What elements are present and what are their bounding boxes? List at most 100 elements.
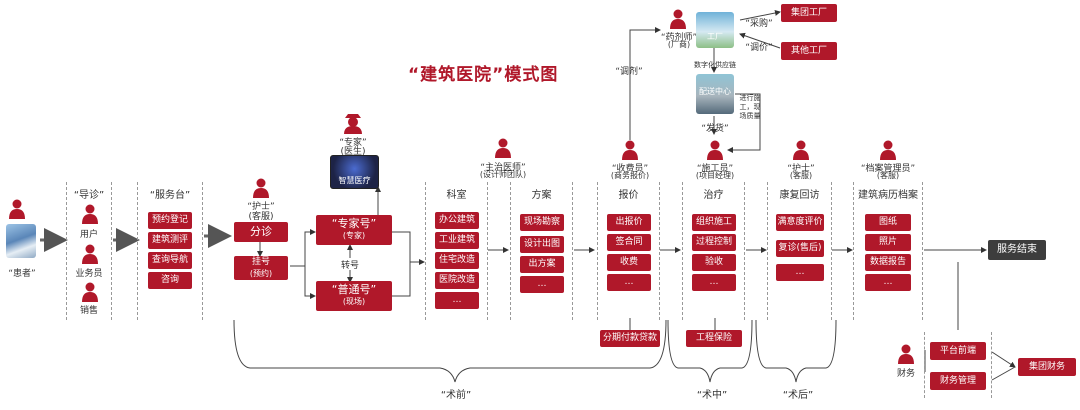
pharmacist-role: “药剂师” xyxy=(660,33,698,43)
register-button[interactable]: 挂号 (预约) xyxy=(234,256,288,280)
construction-role-sublabel: (项目经理) xyxy=(695,171,735,180)
construction-item[interactable]: 过程控制 xyxy=(692,234,736,251)
archive-item[interactable]: 照片 xyxy=(865,234,911,251)
department-item[interactable]: … xyxy=(435,292,479,309)
person-icon xyxy=(707,140,723,164)
construction-header: 治疗 xyxy=(703,190,724,201)
plan-panel xyxy=(510,182,573,320)
guide-role-user: 用户 xyxy=(79,230,98,240)
archive-item[interactable]: 数据报告 xyxy=(865,254,911,271)
person-icon xyxy=(793,140,809,164)
phase-post-label: “术后” xyxy=(782,390,814,401)
group-finance-button[interactable]: 集团财务 xyxy=(1018,358,1076,376)
expert-number-label: “专家号” xyxy=(331,217,377,230)
recovery-item[interactable]: … xyxy=(776,264,824,281)
plan-item[interactable]: 现场勘察 xyxy=(520,214,564,231)
finance-panel xyxy=(924,332,992,398)
site-quality-caption: 进行施工，现场质量 xyxy=(739,94,761,120)
person-icon xyxy=(495,138,511,162)
service-desk-item[interactable]: 查询导航 xyxy=(148,252,192,269)
construction-panel xyxy=(682,182,745,320)
person-icon xyxy=(253,178,269,202)
archive-panel xyxy=(853,182,923,320)
service-desk-item[interactable]: 建筑测评 xyxy=(148,232,192,249)
service-end-button[interactable]: 服务结束 xyxy=(988,240,1046,260)
pharmacist-sublabel: (厂商) xyxy=(667,40,691,49)
other-factory-button[interactable]: 其他工厂 xyxy=(781,42,837,60)
quote-item[interactable]: 签合同 xyxy=(607,234,651,251)
page-title: “建筑医院”模式图 xyxy=(408,65,559,85)
department-item[interactable]: 住宅改造 xyxy=(435,252,479,269)
archive-role-sublabel: (客服) xyxy=(876,171,900,180)
recovery-item[interactable]: 复诊(售后) xyxy=(776,240,824,257)
recovery-item[interactable]: 满意度评价 xyxy=(776,214,824,231)
person-icon xyxy=(880,140,896,164)
recovery-role: “护士” xyxy=(787,164,815,174)
service-desk-panel xyxy=(137,182,203,320)
department-header: 科室 xyxy=(446,190,467,201)
plan-role: “主治医师” xyxy=(480,163,526,173)
person-icon xyxy=(670,9,686,33)
person-icon xyxy=(82,244,98,268)
platform-frontend-button[interactable]: 平台前端 xyxy=(930,342,986,360)
supply-chain-caption: 数字化供应链 xyxy=(694,61,736,69)
department-item[interactable]: 医院改造 xyxy=(435,272,479,289)
triage-button[interactable]: 分诊 xyxy=(234,222,288,242)
plan-item[interactable]: 设计出图 xyxy=(520,236,564,253)
quote-header: 报价 xyxy=(618,190,639,201)
patient-label: “患者” xyxy=(8,269,36,279)
transfer-label: 转号 xyxy=(340,261,359,271)
expert-label: “专家” xyxy=(339,138,367,148)
person-icon xyxy=(9,199,25,219)
construction-role: “施工员” xyxy=(696,164,734,174)
quote-item[interactable]: 收费 xyxy=(607,254,651,271)
service-desk-item[interactable]: 预约登记 xyxy=(148,212,192,229)
person-icon xyxy=(898,344,914,368)
construction-item[interactable]: 组织施工 xyxy=(692,214,736,231)
finance-role: 财务 xyxy=(896,369,915,379)
quote-item[interactable]: … xyxy=(607,274,651,291)
nurse-sublabel: (客服) xyxy=(248,212,274,222)
construction-item[interactable]: 验收 xyxy=(692,254,736,271)
phase-pre-label: “术前” xyxy=(440,390,472,401)
plan-item[interactable]: … xyxy=(520,276,564,293)
expert-number-sublabel: (专家) xyxy=(342,231,366,240)
archive-role: “档案管理员” xyxy=(860,164,916,174)
service-desk-header: “服务台” xyxy=(149,190,191,201)
normal-number-button[interactable]: “普通号” (现场) xyxy=(316,281,392,311)
deliver-label: “发货” xyxy=(701,124,729,134)
quote-item[interactable]: 出报价 xyxy=(607,214,651,231)
recovery-role-sublabel: (客服) xyxy=(789,171,813,180)
department-item[interactable]: 工业建筑 xyxy=(435,232,479,249)
expert-number-button[interactable]: “专家号” (专家) xyxy=(316,215,392,245)
person-icon xyxy=(82,204,98,228)
construction-item[interactable]: … xyxy=(692,274,736,291)
person-icon xyxy=(82,282,98,306)
archive-item[interactable]: 图纸 xyxy=(865,214,911,231)
delivery-image-label: 配送中心 xyxy=(699,87,731,96)
detective-icon xyxy=(343,112,363,138)
person-icon xyxy=(622,140,638,164)
department-panel xyxy=(425,182,488,320)
installment-loan-button[interactable]: 分期付款贷款 xyxy=(600,330,660,347)
service-desk-item[interactable]: 咨询 xyxy=(148,272,192,289)
guide-panel xyxy=(66,182,112,320)
register-label: 挂号 xyxy=(251,257,270,267)
normal-number-label: “普通号” xyxy=(331,283,377,296)
factory-image-label: 工厂 xyxy=(707,32,723,41)
nurse-label: “护士” xyxy=(247,202,275,212)
quote-role: “收费员” xyxy=(611,164,649,174)
price-adjust-label: “调价” xyxy=(745,43,773,53)
phase-during-label: “术中” xyxy=(696,390,728,401)
department-item[interactable]: 办公建筑 xyxy=(435,212,479,229)
ai-screen-label: 智慧医疗 xyxy=(338,176,371,185)
archive-item[interactable]: … xyxy=(865,274,911,291)
finance-management-button[interactable]: 财务管理 xyxy=(930,372,986,390)
engineering-insurance-button[interactable]: 工程保险 xyxy=(686,330,742,347)
group-factory-button[interactable]: 集团工厂 xyxy=(781,4,837,22)
recovery-panel xyxy=(767,182,832,320)
factory-image: 工厂 xyxy=(696,12,734,48)
delivery-image: 配送中心 xyxy=(696,74,734,114)
plan-item[interactable]: 出方案 xyxy=(520,256,564,273)
